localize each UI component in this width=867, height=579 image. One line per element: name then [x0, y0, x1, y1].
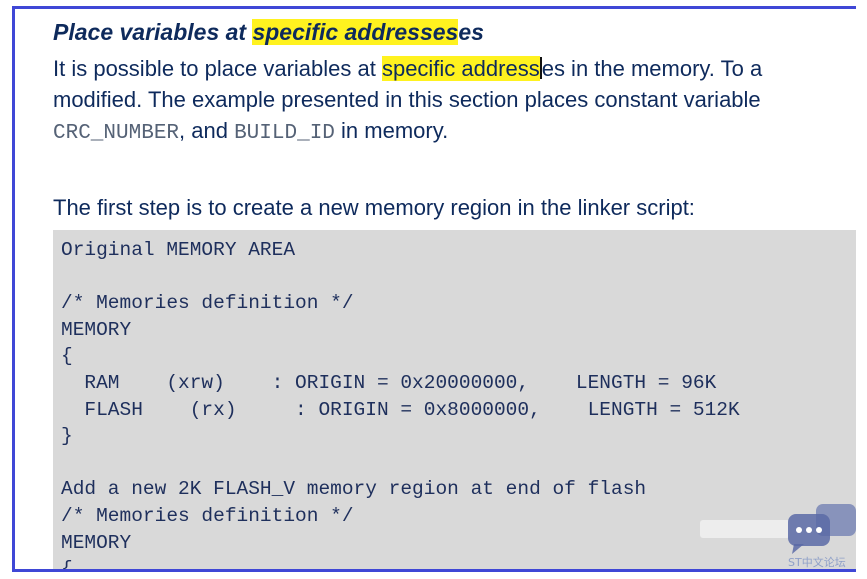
code-line: MEMORY [61, 318, 132, 341]
chat-bubbles-icon [788, 504, 856, 554]
code-line: /* Memories definition */ [61, 504, 354, 527]
heading-suffix: es [458, 19, 484, 45]
step-instruction: The first step is to create a new memory… [53, 195, 695, 220]
watermark: ST中文论坛 [700, 504, 860, 574]
intro-line1-text: It is possible to place variables at [53, 56, 382, 81]
intro-line2: modified. The example presented in this … [53, 87, 761, 112]
crc-number-code: CRC_NUMBER [53, 122, 180, 145]
code-line: { [61, 558, 73, 572]
intro-line3-mid: , and [179, 118, 235, 143]
linker-script-code: Original MEMORY AREA /* Memories definit… [53, 230, 856, 572]
code-line: Add a new 2K FLASH_V memory region at en… [61, 478, 647, 501]
code-line: Original MEMORY AREA [61, 239, 296, 261]
code-block: Original MEMORY AREA /* Memories definit… [53, 230, 856, 572]
watermark-blur [700, 520, 790, 538]
code-line: } [61, 425, 73, 448]
code-line: FLASH (rx) : ORIGIN = 0x8000000, LENGTH … [61, 398, 740, 421]
text-cursor [539, 57, 542, 79]
code-line: MEMORY [61, 531, 132, 554]
watermark-text: ST中文论坛 [788, 556, 846, 569]
document-frame: Place variables at specific addresseses … [12, 6, 856, 572]
document-content: Place variables at specific addresseses … [53, 17, 856, 223]
code-line: RAM (xrw) : ORIGIN = 0x20000000, LENGTH … [61, 371, 717, 394]
intro-highlight: specific address [381, 56, 540, 81]
code-line: { [61, 345, 73, 368]
section-heading: Place variables at specific addresseses [53, 17, 856, 47]
code-line: /* Memories definition */ [61, 292, 354, 315]
heading-text: Place variables at [53, 19, 253, 45]
build-id-code: BUILD_ID [234, 122, 335, 145]
heading-highlight: specific addresses [252, 19, 459, 45]
intro-paragraph: It is possible to place variables at spe… [53, 53, 856, 149]
intro-line3-end: in memory. [334, 118, 449, 143]
intro-line1-suffix: es in the memory. To a [541, 56, 763, 81]
